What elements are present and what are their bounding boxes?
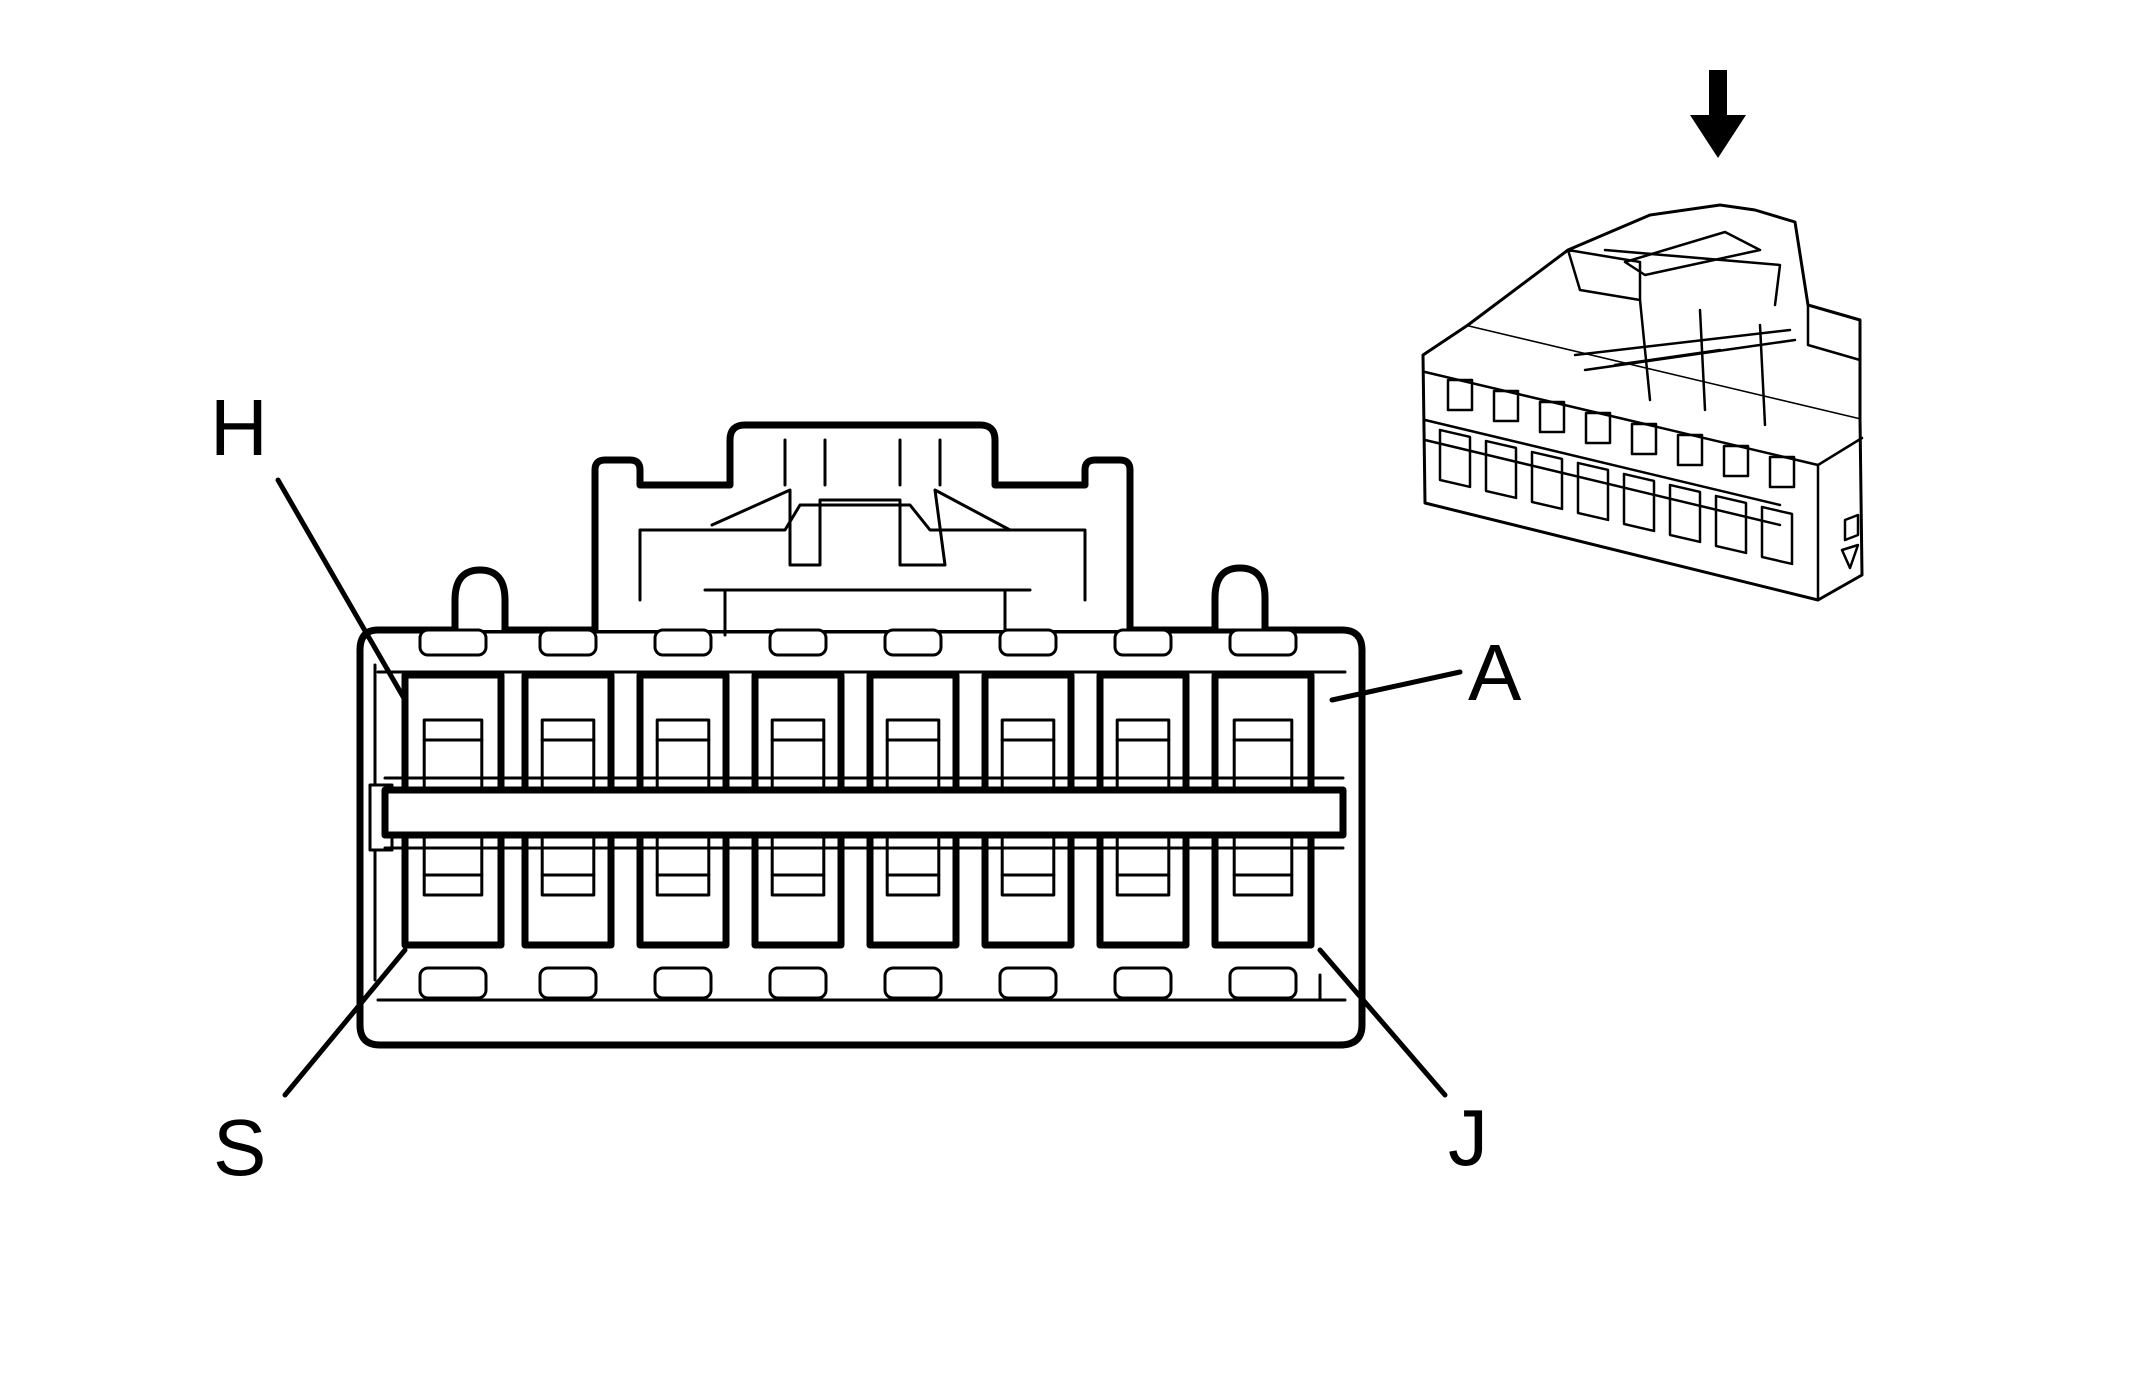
terminal-window-lower <box>422 833 484 897</box>
pin-label-s: S <box>213 1103 266 1192</box>
down-arrow-icon <box>1690 70 1746 158</box>
iso-cavity-top <box>1630 422 1658 456</box>
iso-cavity-top <box>1492 389 1520 423</box>
cavity-top-nub <box>1228 628 1298 657</box>
cavity-top-nub <box>418 628 488 657</box>
cavity-top-nub <box>653 628 713 657</box>
pin-labels: H A S J <box>210 383 1522 1192</box>
iso-cavity-group <box>1438 378 1796 566</box>
lock-inner-frame <box>638 503 1087 602</box>
mount-ear-right <box>1211 564 1269 630</box>
cavity-bottom-nub <box>1228 966 1298 1000</box>
iso-cavity-top <box>1722 444 1750 478</box>
terminal-window-lower <box>1000 833 1056 897</box>
pin-label-a: A <box>1468 628 1522 717</box>
cavity-bottom-nub <box>1113 966 1173 1000</box>
iso-cavity-top <box>1446 378 1474 412</box>
lock-tower <box>591 421 1134 630</box>
iso-cavity-top <box>1538 400 1566 434</box>
cavity-top-nub <box>768 628 828 657</box>
terminal-window-lower <box>770 833 826 897</box>
cavity-bottom-nub <box>768 966 828 1000</box>
iso-cavity <box>1484 439 1518 500</box>
iso-cavity <box>1668 483 1702 544</box>
terminal-window-lower <box>655 833 711 897</box>
cavity-bottom-nub <box>418 966 488 1000</box>
iso-cavity <box>1576 461 1610 522</box>
iso-cavity <box>1760 505 1794 566</box>
cavity-top-nub <box>538 628 598 657</box>
lock-ramp <box>710 488 1012 567</box>
iso-cavity <box>1714 494 1748 555</box>
iso-cavity-top <box>1584 411 1612 445</box>
pin-label-j: J <box>1448 1093 1488 1182</box>
mount-ear-left <box>451 566 509 630</box>
leader-s <box>282 947 408 1098</box>
leader-a <box>1329 669 1463 703</box>
terminal-window-lower <box>1115 833 1171 897</box>
cavity-top-nub <box>1113 628 1173 657</box>
lock-latch-left <box>783 438 942 487</box>
pin-label-h: H <box>210 383 268 472</box>
connector-isometric-icon <box>1421 203 1864 602</box>
iso-cavity-top <box>1768 455 1796 489</box>
cavity-bottom-nub <box>653 966 713 1000</box>
cavity-bottom-nub <box>998 966 1058 1000</box>
iso-cavity <box>1438 428 1472 489</box>
cavity-bottom-nub <box>883 966 943 1000</box>
terminal-window-lower <box>1232 833 1294 897</box>
cavity-top-nub <box>883 628 943 657</box>
iso-cavity <box>1530 450 1564 511</box>
terminal-window-lower <box>540 833 596 897</box>
lock-crossbar <box>703 588 1032 637</box>
iso-cavity <box>1622 472 1656 533</box>
cavity-top-nub <box>998 628 1058 657</box>
leader-j <box>1317 947 1448 1098</box>
connector-face-view <box>356 421 1366 1049</box>
terminal-window-lower <box>885 833 941 897</box>
tpa-bar <box>381 786 1347 839</box>
cavity-bottom-nub <box>538 966 598 1000</box>
iso-cavity-top <box>1676 433 1704 467</box>
leader-h <box>275 477 408 703</box>
